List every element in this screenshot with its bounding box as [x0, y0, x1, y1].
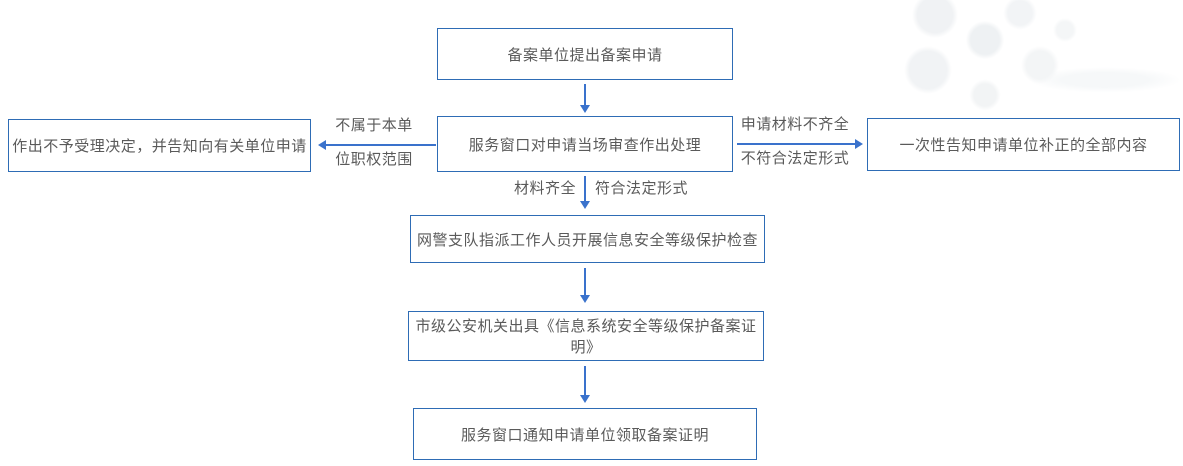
arrow-down-icon [580, 176, 590, 209]
flow-node-review-label: 服务窗口对申请当场审查作出处理 [468, 135, 702, 154]
flow-node-supplement-notice: 一次性告知申请单位补正的全部内容 [867, 118, 1180, 171]
flow-node-reject-notice-label: 作出不予受理决定，并告知向有关单位申请 [12, 137, 307, 155]
flow-node-apply: 备案单位提出备案申请 [437, 28, 733, 80]
edge-label-complete-left: 材料齐全 [513, 179, 576, 197]
flow-node-inspection: 网警支队指派工作人员开展信息安全等级保护检查 [410, 215, 765, 263]
edge-label-complete-right: 符合法定形式 [595, 179, 689, 197]
flow-node-supplement-notice-label: 一次性告知申请单位补正的全部内容 [899, 136, 1148, 154]
flow-node-apply-label: 备案单位提出备案申请 [507, 45, 663, 64]
arrowhead-left-icon [318, 140, 326, 150]
flow-node-review: 服务窗口对申请当场审查作出处理 [437, 116, 733, 172]
arrow-down-icon [580, 366, 590, 403]
arrow-left-icon [318, 140, 436, 150]
edge-label-incomplete-line2: 不符合法定形式 [740, 149, 850, 167]
bubbles-watermark [880, 0, 1180, 125]
flow-node-inspection-label: 网警支队指派工作人员开展信息安全等级保护检查 [416, 230, 758, 249]
arrowhead-down-icon [580, 105, 590, 113]
flow-node-pickup-notice-label: 服务窗口通知申请单位领取备案证明 [460, 425, 709, 444]
arrow-down-icon [580, 268, 590, 303]
arrowhead-down-icon [580, 295, 590, 303]
arrow-right-icon [737, 139, 863, 149]
arrowhead-right-icon [855, 139, 863, 149]
flow-node-reject-notice: 作出不予受理决定，并告知向有关单位申请 [8, 119, 311, 172]
edge-label-incomplete-line1: 申请材料不齐全 [740, 115, 850, 133]
edge-label-not-in-scope-line1: 不属于本单 [335, 116, 413, 134]
flow-node-certificate-label: 市级公安机关出具《信息系统安全等级保护备案证明》 [415, 317, 757, 356]
arrowhead-down-icon [580, 201, 590, 209]
flow-node-certificate: 市级公安机关出具《信息系统安全等级保护备案证明》 [408, 311, 764, 361]
flow-node-pickup-notice: 服务窗口通知申请单位领取备案证明 [413, 408, 757, 460]
arrow-down-icon [580, 84, 590, 113]
arrowhead-down-icon [580, 395, 590, 403]
edge-label-not-in-scope-line2: 位职权范围 [335, 150, 413, 168]
